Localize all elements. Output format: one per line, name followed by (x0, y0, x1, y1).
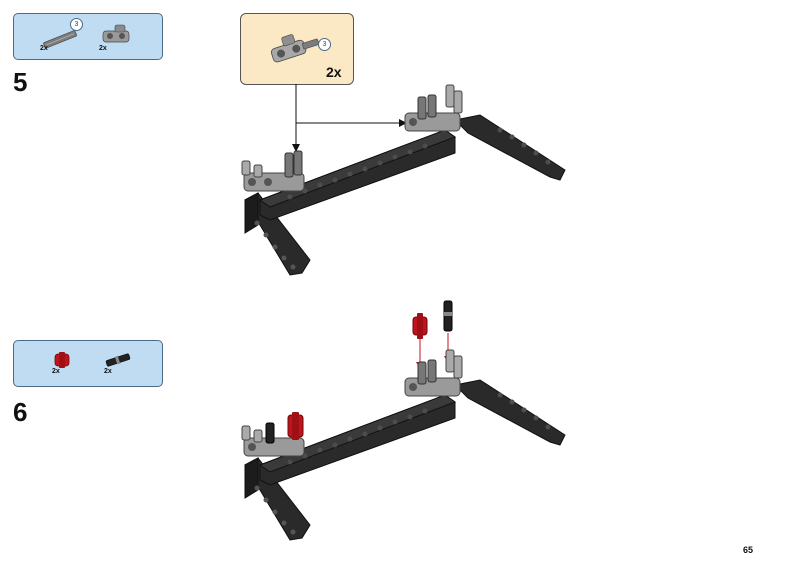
axle-length-badge: 3 (70, 18, 83, 31)
step6-parts-box: 2x 2x (13, 340, 163, 387)
red-bushing-qty: 2x (52, 368, 60, 375)
step-number-6: 6 (13, 397, 28, 427)
axle-qty: 2x (40, 45, 48, 52)
axle-pin-qty: 2x (104, 368, 112, 375)
step5-model (241, 84, 566, 276)
step-number-5: 5 (13, 67, 28, 97)
connector-icon (102, 24, 130, 43)
callout-length-badge: 3 (318, 38, 331, 51)
axle-pin-icon (105, 353, 131, 367)
red-bushing-icon (54, 352, 70, 368)
step5-subassembly-callout: 3 2x (240, 13, 354, 85)
page-number: 65 (743, 545, 754, 555)
connector-qty: 2x (99, 45, 107, 52)
connector-axle-subassembly-icon (270, 34, 320, 63)
step6-model (241, 300, 566, 541)
step5-parts-box: 3 2x 2x (13, 13, 163, 60)
axle-icon (43, 30, 77, 49)
callout-qty: 2x (326, 64, 342, 80)
